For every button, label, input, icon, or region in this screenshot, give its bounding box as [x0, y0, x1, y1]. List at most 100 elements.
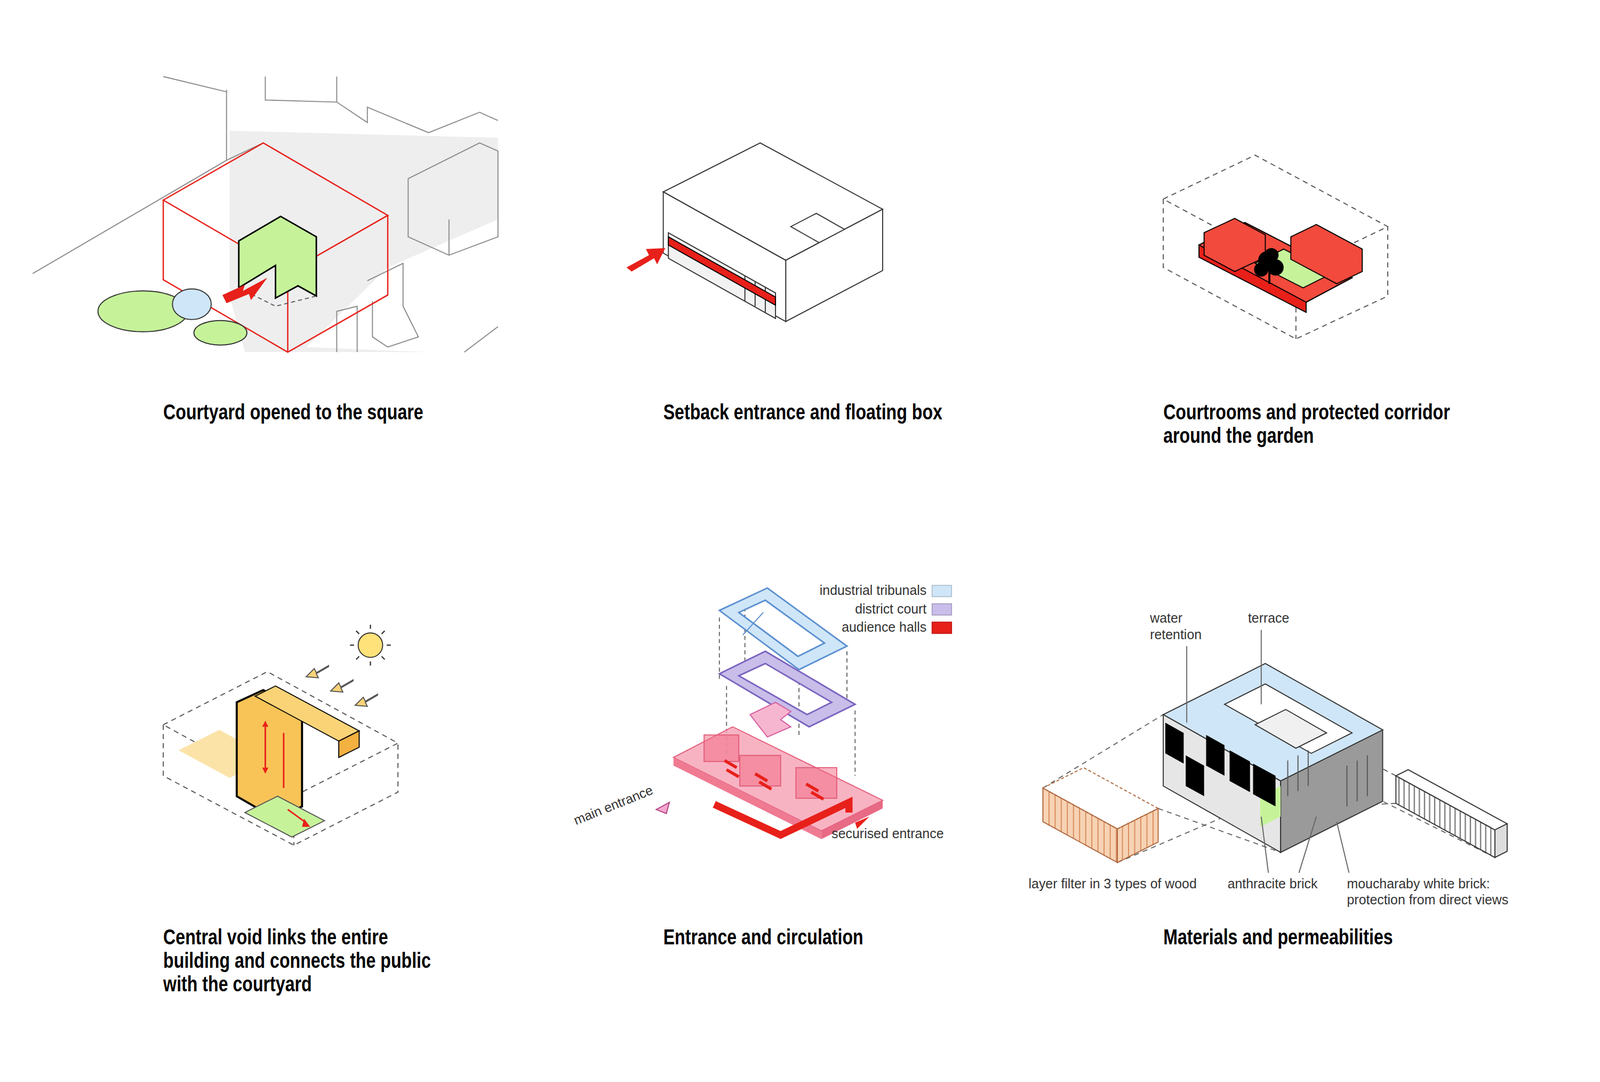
- panel-caption: Central void links the entire building a…: [163, 924, 450, 995]
- courtroom-volumes-part: [1253, 248, 1284, 284]
- central-void-part-part: [386, 644, 391, 646]
- materials-building-part: [1117, 808, 1159, 862]
- material-label: water retention: [1149, 610, 1214, 643]
- panel-caption: Materials and permeabilities: [1163, 924, 1394, 948]
- circulation-layers-part: [749, 701, 791, 737]
- central-void-part-part: [330, 679, 354, 692]
- central-void-part: [262, 720, 269, 727]
- circulation-layers-part-part: [854, 710, 856, 776]
- courtroom-volumes-part: [1290, 224, 1363, 284]
- circulation-layers-part: [724, 760, 824, 799]
- materials-building-part: [1224, 683, 1352, 754]
- circulation-layers-part: [704, 734, 837, 799]
- panel-caption: Courtyard opened to the square: [163, 400, 424, 424]
- circulation-layers-part-part: [726, 769, 739, 777]
- project-volume-part: [238, 216, 317, 299]
- materials-building-part: [1254, 709, 1327, 749]
- site-context-part: [32, 89, 227, 274]
- site-context: [32, 76, 498, 352]
- circulation-layers-part: [656, 802, 670, 814]
- central-void-part: [262, 767, 269, 774]
- central-void-part: [349, 624, 391, 666]
- circulation-layers-part: [719, 651, 855, 727]
- floating-box-part: [668, 232, 776, 319]
- project-volume-part: [194, 320, 247, 346]
- circulation-layers-part-part: [744, 606, 746, 663]
- site-context-part: [464, 326, 499, 352]
- materials-building-part-part: [1165, 722, 1184, 764]
- materials-building-part-part: [1261, 816, 1269, 873]
- circulation-layers-part: [742, 612, 764, 635]
- material-label: layer filter in 3 types of wood: [1028, 875, 1197, 893]
- materials-building-part-part: [1252, 763, 1276, 806]
- floating-box: [626, 142, 883, 322]
- materials-building-part-part: [1185, 755, 1204, 797]
- materials-building-part: [1395, 769, 1508, 830]
- site-context-part: [336, 306, 357, 352]
- central-void-part-part: [349, 644, 355, 646]
- central-void-part: [288, 809, 307, 823]
- central-void-part: [306, 665, 378, 707]
- circulation-layers-part-part: [805, 783, 819, 791]
- central-void-part: [244, 795, 325, 837]
- project-volume-part: [163, 200, 388, 352]
- central-void: [163, 624, 398, 845]
- circulation-layers-part-part: [724, 760, 737, 767]
- materials-building-part: [1494, 823, 1508, 858]
- project-volume-part: [222, 277, 268, 303]
- materials-building-part: [1288, 749, 1368, 806]
- materials-building-part-part: [1366, 755, 1368, 797]
- materials-building-part-part: [1356, 760, 1358, 802]
- materials-building-part-part: [1260, 629, 1262, 704]
- panel-caption: Setback entrance and floating box: [663, 400, 943, 424]
- central-void-part-part: [369, 624, 371, 629]
- materials-building-part: [1165, 722, 1276, 807]
- legend-swatch: [931, 603, 952, 616]
- central-void-part-part: [356, 630, 360, 634]
- central-void-part-part: [381, 656, 386, 660]
- site-context-part: [336, 76, 338, 102]
- circulation-layers-part: [714, 802, 850, 835]
- materials-building-part-part: [1336, 821, 1349, 873]
- legend-text: industrial tribunals: [819, 582, 927, 599]
- floating-box-part: [785, 209, 883, 322]
- entrance-label: main entrance: [571, 781, 656, 829]
- central-void-part-part: [356, 656, 360, 660]
- materials-building-part-part: [1229, 749, 1250, 792]
- courtroom-volumes-part-part: [1268, 271, 1271, 284]
- courtroom-volumes-part: [1204, 218, 1266, 271]
- project-volume: [98, 142, 388, 352]
- site-context-part: [367, 263, 419, 348]
- circulation-layers-part-part: [811, 792, 824, 799]
- materials-building-part-part: [1299, 816, 1317, 873]
- site-context-part: [163, 76, 227, 92]
- courtroom-volumes-part: [1163, 155, 1388, 339]
- material-label: terrace: [1248, 610, 1290, 627]
- central-void-part: [301, 818, 310, 827]
- site-context-part: [229, 130, 498, 352]
- floating-box-part: [626, 248, 666, 272]
- site-context-part: [408, 142, 498, 255]
- materials-building-part-part: [1042, 714, 1164, 788]
- materials-building-part-part: [1287, 760, 1289, 796]
- project-volume-part: [172, 288, 212, 319]
- floating-box-part: [668, 236, 776, 306]
- materials-building-part: [1042, 767, 1158, 829]
- courtroom-volumes-part-part: [1163, 198, 1388, 339]
- material-label: moucharaby white brick: protection from …: [1347, 875, 1526, 909]
- materials-building-part: [1186, 629, 1349, 872]
- panel-caption: Entrance and circulation: [663, 924, 864, 948]
- circulation-layers-part-part: [718, 617, 720, 683]
- floating-box-part: [663, 192, 787, 322]
- materials-building-part-part: [1307, 749, 1309, 786]
- entrance-label: securised entrance: [831, 825, 944, 843]
- central-void-part: [338, 730, 359, 758]
- site-context-part: [265, 76, 498, 133]
- courtroom-volumes: [1163, 155, 1388, 339]
- courtroom-volumes-part-part: [1253, 262, 1269, 277]
- central-void-part: [254, 685, 359, 741]
- legend-swatch: [931, 584, 952, 597]
- materials-building-part-part: [1205, 734, 1224, 776]
